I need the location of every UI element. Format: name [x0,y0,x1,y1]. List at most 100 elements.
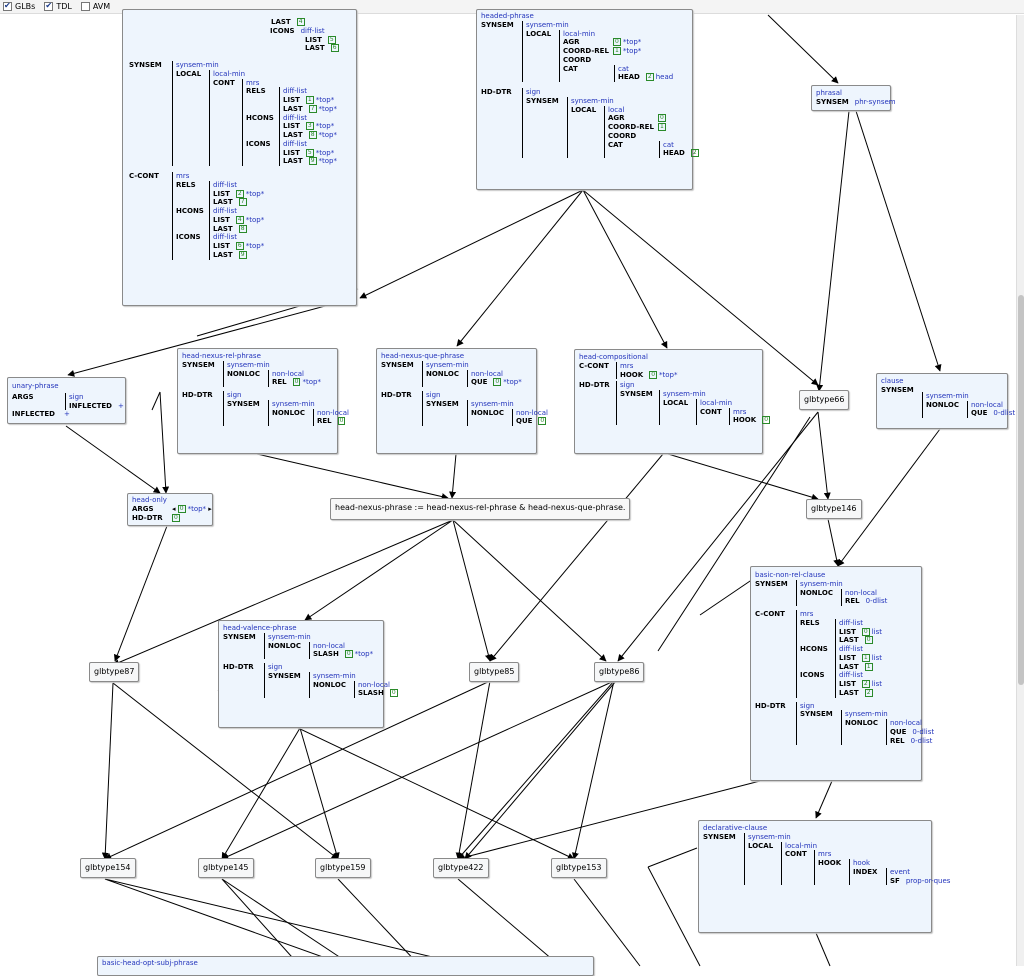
feat-synsem: SYNSEM [755,579,788,588]
edge [647,847,698,868]
feat-que: QUE [971,409,988,418]
val-synsem-min: synsem-min [426,360,469,369]
val-top: *top* [354,650,374,659]
node-glbtype153[interactable]: glbtype153 [551,858,607,878]
feat-hd-dtr: HD-DTR [381,391,412,399]
feat-synsem: SYNSEM [800,710,833,719]
feat-synsem: SYNSEM [182,360,215,369]
tdl-checkbox[interactable] [44,1,54,11]
feat-hcons: HCONS [800,645,828,653]
feat-local: LOCAL [663,398,689,407]
feat-last: LAST [839,636,859,645]
node-headed-phrase[interactable]: headed-phrase SYNSEM synsem-min LOCAL lo… [476,9,699,190]
node-glbtype87[interactable]: glbtype87 [89,662,140,682]
node-clause[interactable]: clause SYNSEM synsem-min NONLOC non-loca… [876,373,1015,429]
node-glbtype422[interactable]: glbtype422 [433,858,489,878]
feat-hook: HOOK [818,859,842,867]
tag: 0 [177,504,186,513]
scrollbar-thumb[interactable] [1018,295,1024,685]
feat-agr: AGR [608,114,625,123]
edge [221,727,301,860]
node-glbtype85[interactable]: glbtype85 [469,662,520,682]
feat-coord: COORD [563,55,592,64]
node-glbtype159[interactable]: glbtype159 [315,858,371,878]
feat-slash: SLASH [358,689,384,698]
node-glbtype146[interactable]: glbtype146 [806,499,862,519]
edge [827,518,841,567]
feat-list: LIST [213,242,230,250]
val-synsem-min: synsem-min [471,399,514,408]
feat-list: LIST [305,35,322,44]
val-top: *top* [315,96,335,104]
feat-synsem: SYNSEM [816,97,849,106]
node-head-nexus-rel-phrase[interactable]: head-nexus-rel-phrase SYNSEM synsem-min … [177,348,349,454]
tag: 2 [645,73,654,82]
val-synsem-min: synsem-min [748,832,791,841]
edge [151,391,161,411]
node-type-label: phrasal [816,89,842,97]
val-list: list [871,680,882,688]
node-unary-phrase[interactable]: unary-phrase ARGS sign INFLECTED+ INFLEC… [7,377,126,424]
vertical-scrollbar[interactable] [1016,15,1024,966]
tag: 1 [305,96,314,104]
feat-rel: REL [272,378,287,387]
val-mrs: mrs [620,361,634,370]
val-top: *top* [622,38,642,47]
val-synsem-min: synsem-min [571,96,614,105]
node-head-nexus-phrase[interactable]: head-nexus-phrase := head-nexus-rel-phra… [330,498,631,520]
val-synsem-min: synsem-min [268,632,311,641]
node-glbtype145[interactable]: glbtype145 [198,858,254,878]
feat-rel: REL [845,597,860,606]
tdl-toggle[interactable]: TDL [44,1,72,11]
val-non-local: non-local [516,408,548,417]
node-head-valence-phrase[interactable]: head-valence-phrase SYNSEM synsem-min NO… [218,620,398,728]
node-declarative-clause[interactable]: declarative-clause SYNSEM synsem-min LOC… [698,820,950,933]
node-glbtype154[interactable]: glbtype154 [80,858,136,878]
val-diff-list: diff-list [300,26,325,35]
node-head-nexus-que-phrase[interactable]: head-nexus-que-phrase SYNSEM synsem-min … [376,348,548,454]
edge [256,453,449,500]
glbs-toggle[interactable]: GLBs [3,1,35,11]
val-event: event [890,867,910,876]
edge [837,428,941,567]
feat-hook: HOOK [733,416,757,425]
node-glbtype86[interactable]: glbtype86 [594,662,645,682]
val-mrs: mrs [818,850,832,859]
edge [449,453,457,499]
tag: 0 [172,513,180,522]
feat-index: INDEX [853,867,878,876]
node-type-label: declarative-clause [703,824,768,832]
glbs-checkbox[interactable] [3,1,12,11]
node-basic-head-opt-subj-phrase[interactable]: basic-head-opt-subj-phrase [97,956,594,976]
val-synsem-min: synsem-min [272,399,315,408]
edge [104,878,471,967]
feat-args: ARGS [132,504,154,513]
val-sign: sign [620,381,635,390]
edge [573,878,641,967]
val-top: *top* [315,148,335,157]
tag: 4 [235,215,244,224]
val-sign: sign [800,701,815,710]
feat-que: QUE [516,417,533,426]
val-plus: + [64,410,70,419]
node-glbtype66[interactable]: glbtype66 [799,390,850,410]
node-basic-non-rel-clause[interactable]: basic-non-rel-clause SYNSEM synsem-min N… [750,566,934,781]
feat-synsem: SYNSEM [481,20,514,29]
val-non-local: non-local [471,369,503,378]
tag: 6 [235,242,244,250]
feat-icons: ICONS [270,26,295,35]
edge [582,189,668,349]
node-type-label: unary-phrase [12,382,59,390]
node-type-label: head-compositional [579,353,648,361]
tdl-label: TDL [56,2,72,11]
avm-toggle[interactable]: AVM [80,2,110,11]
avm-checkbox[interactable] [80,2,90,11]
val-0-dlist: 0-dlist [865,597,888,606]
val-non-local: non-local [845,588,877,597]
val-plus: + [118,401,124,410]
feat-que: QUE [890,727,907,736]
